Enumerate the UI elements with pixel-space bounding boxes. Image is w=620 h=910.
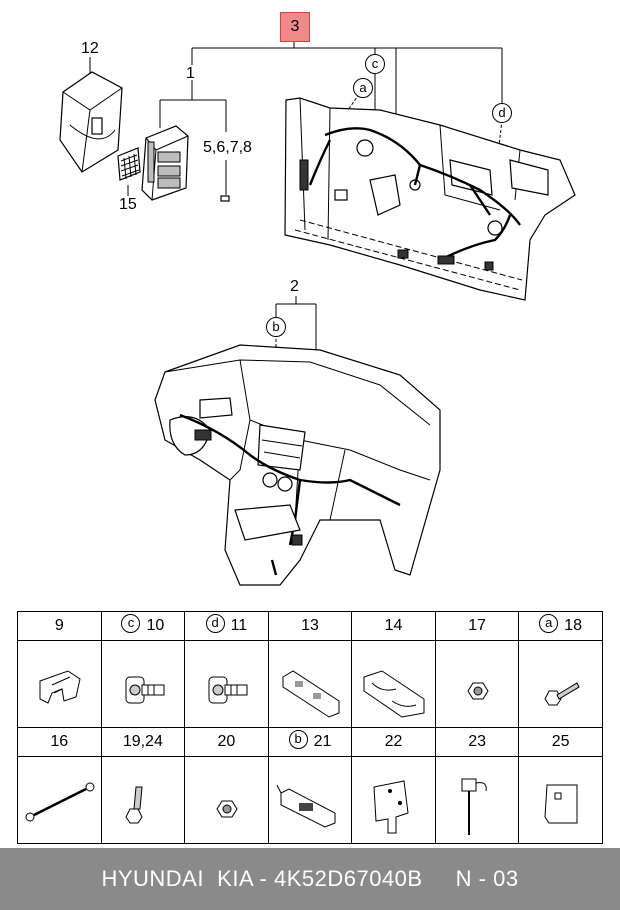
ground-wire-icon: [25, 782, 95, 822]
part-image-11: [184, 640, 269, 728]
callout-3-highlight: 3: [280, 12, 310, 42]
part-header-18: a 18: [518, 611, 603, 641]
pad-icon: [544, 784, 578, 824]
callout-15: 15: [119, 196, 137, 213]
part-image-14: [351, 640, 436, 728]
part-number: 19,24: [122, 733, 163, 750]
part-image-19-24: [100, 756, 186, 844]
part-number: 22: [384, 733, 403, 750]
ref-circle: c: [121, 614, 141, 634]
parts-table: 9 c 10 d 11 13 14 17 a 18 16 19,24 20 b 21 2…: [17, 611, 603, 844]
part-header-16: 16: [17, 727, 102, 757]
table-header-row-2: 16 19,24 20 b 21 22 23 25: [17, 727, 603, 757]
part-number: 23: [468, 733, 486, 750]
ref-circle: d: [205, 614, 225, 634]
footer-part-number: HYUNDAI KIA - 4K52D67040B N - 03: [101, 866, 519, 891]
part-number: 13: [301, 617, 319, 634]
protector-icon: [363, 670, 425, 718]
part-number: 11: [230, 617, 248, 634]
part-number: 25: [551, 733, 570, 750]
part-image-23: [434, 756, 520, 844]
bolt-icon: [124, 786, 143, 824]
part-number: 14: [384, 617, 403, 634]
part-header-11: d 11: [184, 611, 269, 641]
part-number: 16: [50, 733, 69, 750]
callout-d: d: [492, 103, 512, 123]
nut-icon: [467, 682, 489, 700]
part-number: 21: [313, 733, 332, 750]
part-header-23: 23: [434, 727, 520, 757]
callout-c: c: [365, 54, 385, 74]
callout-5-6-7-8: 5,6,7,8: [203, 139, 252, 156]
grommet-connector-icon: [125, 676, 165, 704]
mounting-bracket-icon: [373, 780, 409, 834]
part-header-22: 22: [351, 727, 436, 757]
part-image-21: [267, 756, 353, 844]
fuse-puller-grid: [117, 147, 141, 181]
instrument-panel-harness: [154, 344, 441, 586]
connector-bracket-icon: [276, 784, 336, 828]
grommet-connector-icon: [208, 676, 248, 704]
cable-tie-icon: [461, 778, 487, 835]
part-header-20: 20: [184, 727, 269, 757]
table-header-row-1: 9 c 10 d 11 13 14 17 a 18: [17, 611, 603, 641]
part-image-9: [17, 640, 102, 728]
ref-circle: a: [539, 614, 559, 634]
part-image-16: [17, 756, 102, 844]
part-image-20: [184, 756, 269, 844]
footer-bar: HYUNDAI KIA - 4K52D67040B N - 03: [0, 848, 620, 910]
part-header-9: 9: [17, 611, 102, 641]
callout-b: b: [266, 317, 286, 337]
bolt-icon: [544, 682, 581, 706]
part-header-21: b 21: [267, 727, 353, 757]
part-number: 10: [146, 617, 165, 634]
clip-icon: [39, 670, 81, 704]
relay-box-cover: [59, 71, 123, 173]
part-header-17: 17: [434, 611, 520, 641]
part-image-13: [267, 640, 353, 728]
part-header-14: 14: [351, 611, 436, 641]
part-header-13: 13: [267, 611, 353, 641]
part-header-10: c 10: [100, 611, 186, 641]
callout-12: 12: [81, 40, 99, 57]
dash-panel-harness: [284, 97, 576, 301]
junction-block: [141, 125, 189, 201]
diagram-drawing: [59, 40, 576, 586]
bracket-icon: [282, 670, 340, 718]
exploded-parts-diagram: 3 1 12 15 5,6,7,8 2 c a d b: [59, 12, 576, 586]
part-header-19-24: 19,24: [100, 727, 186, 757]
part-number: 18: [564, 617, 583, 634]
table-image-row-2: [17, 756, 603, 844]
part-number: 9: [54, 617, 64, 634]
ref-circle: b: [288, 730, 308, 750]
nut-icon: [216, 800, 238, 818]
part-image-18: [518, 640, 603, 728]
callout-1: 1: [186, 65, 195, 82]
part-image-10: [100, 640, 186, 728]
part-image-22: [351, 756, 436, 844]
part-number: 20: [217, 733, 236, 750]
table-image-row-1: [17, 640, 603, 728]
fuse: [220, 195, 230, 202]
callout-2: 2: [290, 278, 299, 295]
part-image-25: [518, 756, 603, 844]
part-image-17: [434, 640, 520, 728]
part-number: 17: [468, 617, 486, 634]
part-header-25: 25: [518, 727, 603, 757]
callout-a: a: [353, 78, 373, 98]
